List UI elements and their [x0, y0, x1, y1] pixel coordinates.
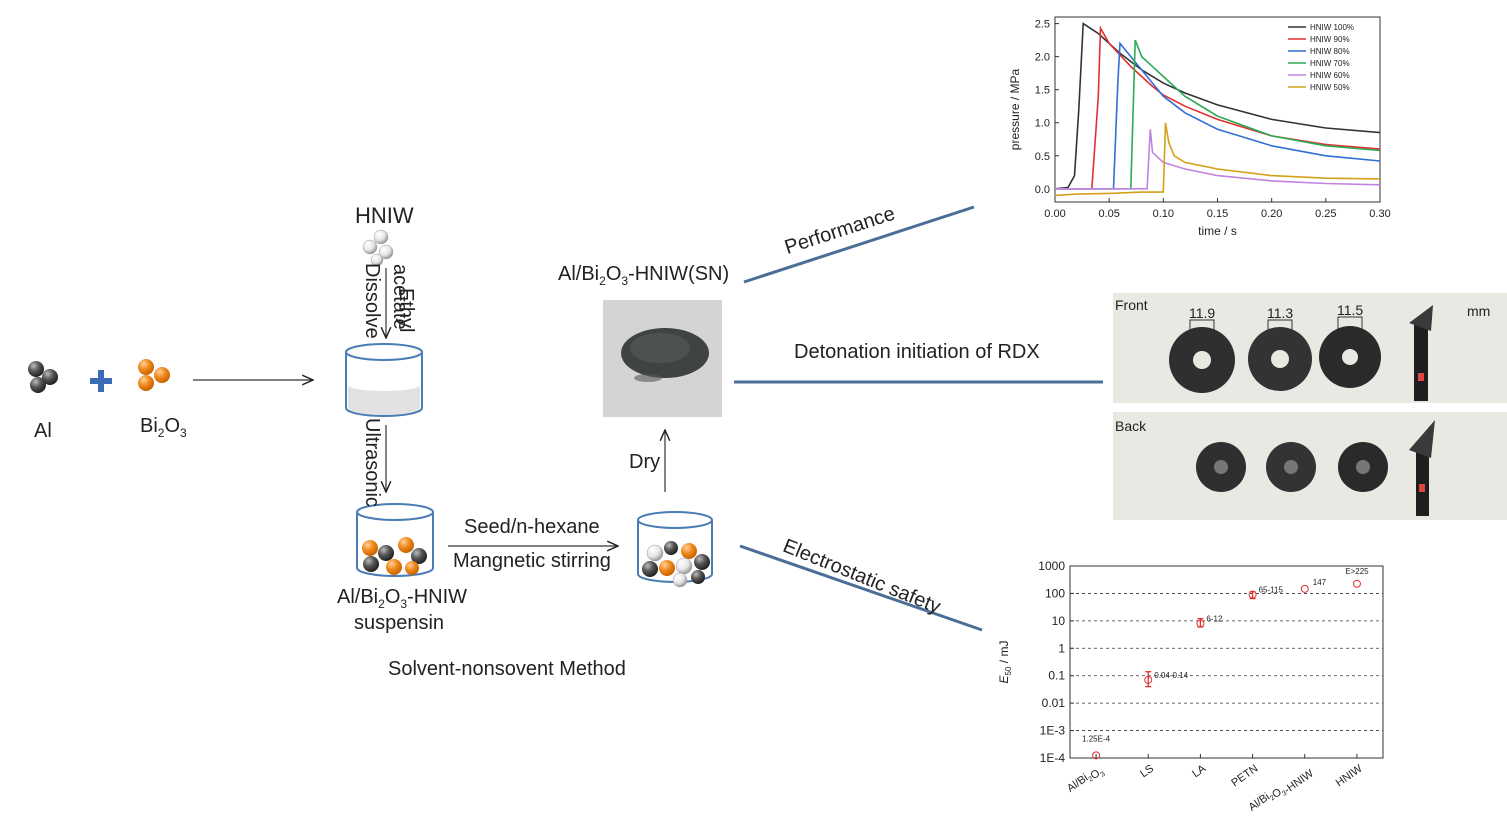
- mm-label: mm: [1467, 303, 1491, 319]
- data-label-1: 1.25E-4: [1082, 734, 1111, 743]
- bi2o3-label: Bi2O3: [140, 415, 187, 440]
- series-line-4: [1055, 39, 1381, 190]
- x-tick-label: 0.30: [1369, 208, 1390, 220]
- y-tick-label: 1E-3: [1040, 724, 1066, 738]
- y-tick-label: 1.0: [1035, 118, 1050, 130]
- data-label-5: 147: [1313, 578, 1327, 587]
- plus-icon: [90, 370, 112, 392]
- hniw-particle-cluster: [362, 229, 394, 267]
- data-point-3: [1196, 619, 1205, 628]
- y-tick-label: 100: [1045, 586, 1065, 600]
- series-line-5: [1055, 129, 1381, 190]
- reactant-particles: [28, 359, 170, 393]
- y-tick-label: 0.0: [1035, 184, 1050, 196]
- data-point-2: [1144, 675, 1153, 684]
- e50-plot-frame: [1069, 565, 1384, 759]
- data-point-5: [1300, 584, 1309, 593]
- y-tick-label: 0.5: [1035, 151, 1050, 163]
- y-axis-label: pressure / MPa: [1008, 68, 1022, 150]
- suspension-label-line2: suspensin: [354, 612, 445, 634]
- x-tick-label: 0.20: [1261, 208, 1282, 220]
- photo-front: Front mm 11.9 11.3 11.5: [1113, 293, 1507, 403]
- y-tick-label: 1E-4: [1040, 751, 1066, 765]
- y-tick-label: 1: [1058, 641, 1065, 655]
- x-tick-label-2: LS: [1138, 763, 1156, 781]
- x-tick-label: 0.10: [1153, 208, 1174, 220]
- data-point-4: [1248, 590, 1257, 599]
- acetate-label: acetate: [389, 264, 411, 330]
- beaker-composite: [637, 511, 713, 588]
- connector-electrostatic: [739, 544, 983, 632]
- front-label: Front: [1115, 297, 1148, 313]
- x-tick-label-3: LA: [1190, 762, 1208, 780]
- y-axis-label: E50 / mJ: [997, 641, 1013, 684]
- x-tick-label: 0.00: [1044, 208, 1065, 220]
- bi2o3-particle-cluster: [138, 359, 170, 391]
- x-tick-label: 0.15: [1207, 208, 1228, 220]
- legend-label-2: HNIW 90%: [1310, 35, 1350, 44]
- series-line-1: [1054, 22, 1381, 190]
- data-label-4: 65-115: [1259, 586, 1284, 595]
- dim-label-2: 11.3: [1267, 305, 1294, 321]
- series-line-3: [1055, 41, 1381, 190]
- data-label-6: E>225: [1345, 567, 1369, 576]
- y-tick-label: 0.1: [1048, 669, 1065, 683]
- legend-label-4: HNIW 70%: [1310, 59, 1350, 68]
- y-tick-label: 10: [1052, 614, 1066, 628]
- pressure-chart: 0.00 0.05 0.10 0.15 0.20 0.25 0.30 0.0 0.5 1.0 1.5…: [1008, 16, 1391, 238]
- e50-chart: 1000 100 10 1 0.1 0.01 1E-3 1E-4 E50 / mJ Al/Bi2O…: [997, 559, 1384, 814]
- legend-label-3: HNIW 80%: [1310, 47, 1350, 56]
- dim-label-1: 11.9: [1189, 305, 1216, 321]
- data-label-2: 0.04-0.14: [1154, 671, 1188, 680]
- data-point-6: [1352, 579, 1361, 588]
- data-point-1: [1092, 751, 1101, 760]
- front-disks: [1169, 305, 1433, 401]
- method-label: Solvent-nonsovent Method: [388, 658, 626, 680]
- connector-performance: [743, 205, 975, 284]
- x-tick-label-6: HNIW: [1334, 762, 1365, 789]
- y-tick-label: 1000: [1038, 559, 1065, 573]
- detonation-label: Detonation initiation of RDX: [794, 341, 1040, 363]
- pressure-plot-frame: [1054, 16, 1381, 203]
- dim-label-3: 11.5: [1337, 302, 1364, 318]
- ultrasonic-label: Ultrasonic: [361, 418, 383, 507]
- al-particle-cluster: [28, 361, 58, 393]
- product-label: Al/Bi2O3-HNIW(SN): [558, 263, 730, 288]
- legend-label-5: HNIW 60%: [1310, 71, 1350, 80]
- back-label: Back: [1115, 418, 1147, 434]
- x-tick-label-4: PETN: [1229, 763, 1260, 790]
- x-tick-label-1: Al/Bi2O3: [1065, 763, 1107, 799]
- x-axis-label: time / s: [1198, 224, 1237, 238]
- dissolve-label: Dissolve: [361, 263, 383, 339]
- seed-label: Seed/n-hexane: [464, 516, 600, 538]
- beaker-suspension: [356, 503, 434, 577]
- series-line-6: [1054, 122, 1381, 197]
- data-label-3: 6-12: [1206, 615, 1223, 624]
- stirring-label: Mangnetic stirring: [453, 550, 611, 572]
- back-disks: [1196, 420, 1435, 516]
- y-tick-label: 1.5: [1035, 85, 1050, 97]
- beaker-solution: [345, 343, 423, 417]
- x-tick-label: 0.05: [1098, 208, 1119, 220]
- al-label: Al: [34, 420, 52, 442]
- y-tick-label: 0.01: [1042, 696, 1066, 710]
- y-tick-label: 2.5: [1035, 19, 1050, 31]
- dry-label: Dry: [629, 451, 661, 473]
- hniw-label: HNIW: [355, 203, 414, 228]
- photo-back: Back: [1113, 412, 1507, 520]
- legend-label-6: HNIW 50%: [1310, 83, 1350, 92]
- suspension-label-line1: Al/Bi2O3-HNIW: [337, 586, 468, 611]
- legend-label-1: HNIW 100%: [1310, 23, 1354, 32]
- y-tick-label: 2.0: [1035, 52, 1050, 64]
- x-tick-label: 0.25: [1315, 208, 1336, 220]
